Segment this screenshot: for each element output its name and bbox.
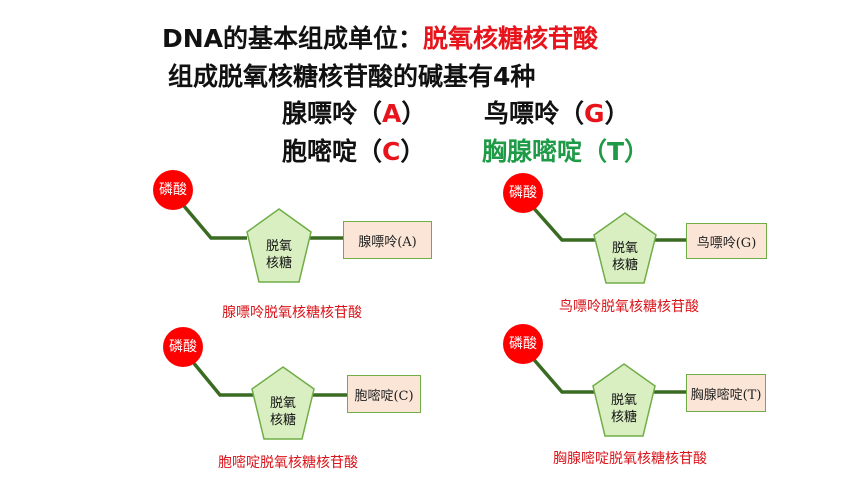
phosphate-bond	[181, 348, 254, 397]
deoxyribose-pentagon	[246, 208, 312, 283]
nucleotide-caption: 胞嘧啶脱氧核糖核苷酸	[218, 455, 358, 471]
base-box: 腺嘌呤(A)	[343, 221, 432, 259]
phosphate-bond	[521, 194, 596, 242]
paren-close: ）	[624, 137, 650, 166]
deoxyribose-pentagon	[592, 363, 656, 437]
sugar-label-line2: 核糖	[610, 410, 637, 425]
page-title: DNA的基本组成单位：脱氧核糖核苷酸	[162, 24, 598, 54]
base-box: 鸟嘌呤(G)	[686, 223, 767, 259]
sugar-label-line2: 核糖	[265, 256, 292, 271]
base-letter: A	[382, 99, 402, 128]
deoxyribose-pentagon	[251, 366, 315, 440]
base-name: 胞嘧啶	[282, 137, 358, 166]
base-name: 胸腺嘧啶	[482, 137, 583, 166]
base-adenine: 腺嘌呤（A）	[282, 99, 426, 129]
paren-open: （	[582, 137, 608, 166]
phosphate-circle	[163, 327, 203, 367]
base-guanine: 鸟嘌呤（G）	[484, 99, 630, 129]
deoxyribose-pentagon	[593, 212, 657, 284]
phosphate-bond	[521, 345, 596, 394]
base-letter: T	[607, 137, 625, 166]
base-cytosine: 胞嘧啶（C）	[282, 137, 425, 167]
sugar-label-line1: 脱氧	[611, 241, 638, 256]
base-box: 胸腺嘧啶(T)	[686, 374, 766, 412]
sugar-label-line1: 脱氧	[610, 393, 637, 408]
phosphate-circle	[503, 173, 543, 213]
sugar-label-line1: 脱氧	[269, 396, 296, 411]
paren-open: （	[357, 99, 383, 128]
phosphate-bond	[171, 191, 247, 240]
sugar-label-line1: 脱氧	[265, 239, 292, 254]
phosphate-circle	[153, 170, 193, 210]
subtitle: 组成脱氧核糖核苷酸的碱基有4种	[168, 62, 536, 91]
base-thymine: 胸腺嘧啶（T）	[482, 137, 649, 167]
phosphate-label: 磷酸	[509, 336, 537, 352]
base-letter: C	[382, 137, 401, 166]
nucleotide-caption: 腺嘌呤脱氧核糖核苷酸	[222, 305, 362, 321]
sugar-label-line2: 核糖	[269, 413, 296, 428]
phosphate-circle	[503, 324, 543, 364]
phosphate-label: 磷酸	[169, 339, 197, 355]
base-name: 鸟嘌呤	[484, 99, 560, 128]
nucleotide-caption: 鸟嘌呤脱氧核糖核苷酸	[559, 299, 699, 315]
title-prefix: DNA的基本组成单位：	[162, 24, 424, 53]
nucleotide-caption: 胸腺嘧啶脱氧核糖核苷酸	[553, 451, 707, 467]
base-letter: G	[584, 99, 605, 128]
paren-open: （	[559, 99, 585, 128]
paren-close: ）	[604, 99, 630, 128]
phosphate-label: 磷酸	[159, 182, 187, 198]
title-highlight: 脱氧核糖核苷酸	[423, 24, 599, 53]
phosphate-label: 磷酸	[509, 185, 537, 201]
paren-close: ）	[400, 137, 426, 166]
paren-close: ）	[401, 99, 427, 128]
sugar-label-line2: 核糖	[611, 258, 638, 273]
paren-open: （	[357, 137, 383, 166]
base-box: 胞嘧啶(C)	[347, 375, 421, 413]
base-name: 腺嘌呤	[282, 99, 358, 128]
